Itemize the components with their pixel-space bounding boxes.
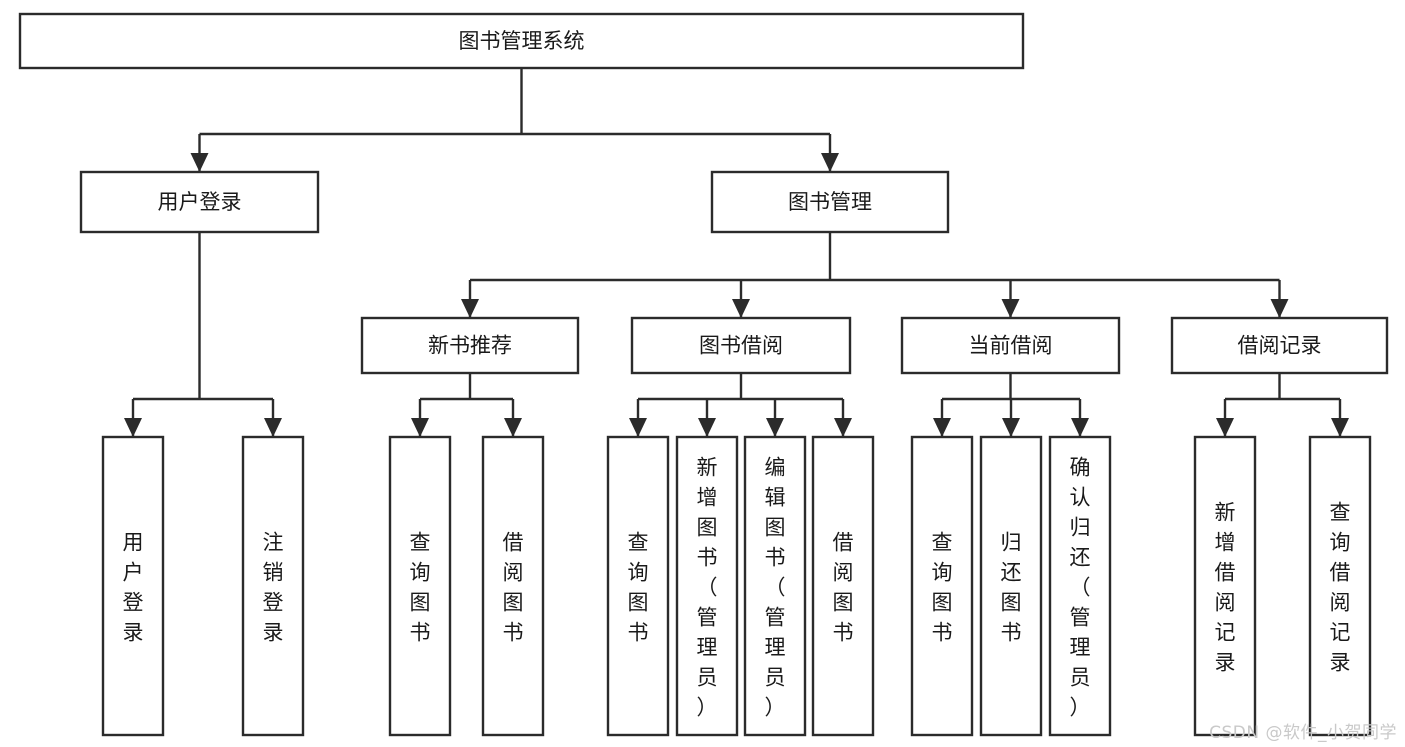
node-label: 用户登录 xyxy=(158,190,242,214)
diagram-node-leaf-query-record[interactable]: 查询借阅记录 xyxy=(1308,435,1372,737)
node-label: 当前借阅 xyxy=(969,334,1053,358)
arrow-head-icon xyxy=(264,418,282,437)
diagram-node-root[interactable]: 图书管理系统 xyxy=(18,12,1025,70)
diagram-node-leaf-return-book[interactable]: 归还图书 xyxy=(979,435,1043,737)
diagram-node-current-borrow[interactable]: 当前借阅 xyxy=(900,316,1121,375)
node-box xyxy=(79,170,320,234)
diagram-node-leaf-add-book[interactable]: 新增图书（管理员） xyxy=(675,435,739,737)
node-box xyxy=(900,316,1121,375)
node-box xyxy=(1048,435,1112,737)
node-box xyxy=(710,170,950,234)
connectors-layer xyxy=(124,68,1349,437)
arrow-head-icon xyxy=(834,418,852,437)
diagram-node-leaf-query-book-borrow[interactable]: 查询图书 xyxy=(606,435,670,737)
arrow-head-icon xyxy=(698,418,716,437)
node-box xyxy=(1170,316,1389,375)
node-label: 借阅图书 xyxy=(503,530,524,644)
diagram-node-leaf-user-login[interactable]: 用户登录 xyxy=(101,435,165,737)
diagram-node-book-manage[interactable]: 图书管理 xyxy=(710,170,950,234)
diagram-node-borrow-record[interactable]: 借阅记录 xyxy=(1170,316,1389,375)
csdn-watermark: CSDN @软件_小贺同学 xyxy=(1209,723,1397,743)
node-box xyxy=(910,435,974,737)
node-label: 查询图书 xyxy=(410,530,431,644)
arrow-head-icon xyxy=(504,418,522,437)
node-box xyxy=(606,435,670,737)
diagram-node-new-book-recommend[interactable]: 新书推荐 xyxy=(360,316,580,375)
node-box xyxy=(743,435,807,737)
diagram-node-book-borrow[interactable]: 图书借阅 xyxy=(630,316,852,375)
diagram-node-leaf-borrow-book[interactable]: 借阅图书 xyxy=(811,435,875,737)
node-box xyxy=(388,435,452,737)
arrow-head-icon xyxy=(732,299,750,318)
node-label: 图书管理系统 xyxy=(459,29,585,53)
node-box xyxy=(1308,435,1372,737)
node-label: 用户登录 xyxy=(123,530,144,644)
arrow-head-icon xyxy=(1270,299,1289,318)
diagram-node-leaf-query-book-cur[interactable]: 查询图书 xyxy=(910,435,974,737)
node-label: 借阅记录 xyxy=(1238,334,1322,358)
node-label: 查询借阅记录 xyxy=(1330,500,1351,674)
arrow-head-icon xyxy=(766,418,784,437)
node-label: 借阅图书 xyxy=(833,530,854,644)
diagram-node-leaf-confirm-return[interactable]: 确认归还（管理员） xyxy=(1048,435,1112,737)
arrow-head-icon xyxy=(461,299,479,318)
arrow-head-icon xyxy=(1001,299,1020,318)
node-label: 归还图书 xyxy=(1001,530,1022,644)
node-box xyxy=(18,12,1025,70)
node-label: 新增借阅记录 xyxy=(1215,500,1236,674)
node-box xyxy=(1193,435,1257,737)
diagram-node-leaf-borrow-book-rec[interactable]: 借阅图书 xyxy=(481,435,545,737)
arrow-head-icon xyxy=(190,153,209,172)
node-label: 图书借阅 xyxy=(699,334,783,358)
arrow-head-icon xyxy=(124,418,142,437)
node-box xyxy=(241,435,305,737)
node-box xyxy=(979,435,1043,737)
node-box xyxy=(630,316,852,375)
node-box xyxy=(101,435,165,737)
arrow-head-icon xyxy=(411,418,429,437)
node-box xyxy=(481,435,545,737)
arrow-head-icon xyxy=(629,418,647,437)
diagram-node-leaf-query-book-rec[interactable]: 查询图书 xyxy=(388,435,452,737)
node-label: 查询图书 xyxy=(932,530,953,644)
node-label: 查询图书 xyxy=(628,530,649,644)
node-label: 图书管理 xyxy=(788,190,872,214)
node-box xyxy=(675,435,739,737)
diagram-node-leaf-edit-book[interactable]: 编辑图书（管理员） xyxy=(743,435,807,737)
arrow-head-icon xyxy=(933,418,951,437)
arrow-head-icon xyxy=(821,153,839,172)
node-box xyxy=(360,316,580,375)
arrow-head-icon xyxy=(1002,418,1020,437)
nodes-layer: 图书管理系统用户登录图书管理新书推荐图书借阅当前借阅借阅记录用户登录注销登录查询… xyxy=(18,12,1389,737)
arrow-head-icon xyxy=(1216,418,1234,437)
node-label: 编辑图书（管理员） xyxy=(765,455,786,719)
diagram-node-leaf-add-record[interactable]: 新增借阅记录 xyxy=(1193,435,1257,737)
node-label: 注销登录 xyxy=(263,530,284,644)
diagram-node-leaf-logout[interactable]: 注销登录 xyxy=(241,435,305,737)
diagram-node-user-login[interactable]: 用户登录 xyxy=(79,170,320,234)
node-label: 新书推荐 xyxy=(428,334,512,358)
node-label: 确认归还（管理员） xyxy=(1070,455,1091,719)
arrow-head-icon xyxy=(1071,418,1089,437)
arrow-head-icon xyxy=(1331,418,1349,437)
node-box xyxy=(811,435,875,737)
node-label: 新增图书（管理员） xyxy=(697,455,718,719)
